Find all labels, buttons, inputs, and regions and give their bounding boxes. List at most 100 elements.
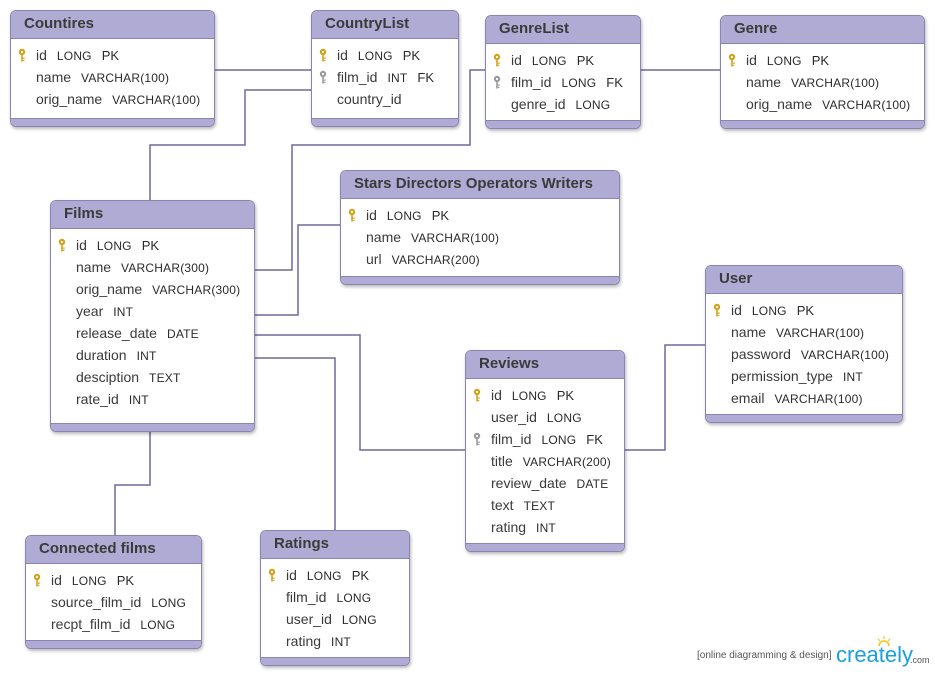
field-key: PK — [101, 48, 120, 63]
creately-logo[interactable]: creately — [836, 642, 914, 667]
field-name: recpt_film_id — [51, 616, 131, 632]
field-key: PK — [556, 388, 575, 403]
field-type: LONG — [71, 574, 107, 588]
entity-footer — [312, 118, 458, 126]
field-type: DATE — [576, 477, 609, 491]
field-type: LONG — [386, 209, 422, 223]
field-name: id — [746, 52, 757, 68]
field-type: LONG — [357, 49, 393, 63]
field-key: PK — [116, 573, 135, 588]
entity-footer — [706, 414, 902, 422]
field-key: FK — [586, 432, 603, 447]
field-type: LONG — [341, 613, 377, 627]
field-type: LONG — [751, 304, 787, 318]
field-name: film_id — [337, 69, 378, 85]
field-type: LONG — [531, 54, 567, 68]
field-key: FK — [417, 70, 435, 85]
field-name: name — [36, 69, 72, 85]
field-row[interactable]: country_id — [312, 88, 458, 110]
field-name: email — [731, 390, 765, 406]
field-key: PK — [402, 48, 421, 63]
field-type: VARCHAR(100) — [791, 76, 880, 90]
entity-title: GenreList — [486, 16, 640, 44]
field-name: name — [76, 259, 112, 275]
field-type: LONG — [336, 591, 372, 605]
connector-films-ratings — [255, 357, 336, 532]
field-name: year — [76, 303, 104, 319]
field-name: country_id — [337, 91, 402, 107]
field-key: FK — [606, 75, 623, 90]
entity-footer — [51, 423, 254, 431]
field-key: PK — [576, 53, 595, 68]
field-type: LONG — [561, 76, 597, 90]
entity-title: Connected films — [26, 536, 201, 564]
field-name: id — [366, 207, 377, 223]
field-type: VARCHAR(200) — [391, 253, 480, 267]
field-type: VARCHAR(300) — [121, 261, 210, 275]
field-name: film_id — [286, 589, 327, 605]
connector-films-stars — [255, 224, 342, 316]
field-row[interactable]: film_id LONG — [261, 586, 409, 608]
field-name: text — [491, 497, 514, 513]
field-row[interactable]: name VARCHAR(300) — [51, 256, 254, 278]
field-type: LONG — [541, 433, 577, 447]
field-name: rating — [491, 519, 527, 535]
field-type: LONG — [766, 54, 802, 68]
field-name: id — [491, 387, 502, 403]
field-type: VARCHAR(300) — [152, 283, 241, 297]
connector-films-genrelist — [255, 69, 487, 271]
field-type: TEXT — [149, 371, 181, 385]
